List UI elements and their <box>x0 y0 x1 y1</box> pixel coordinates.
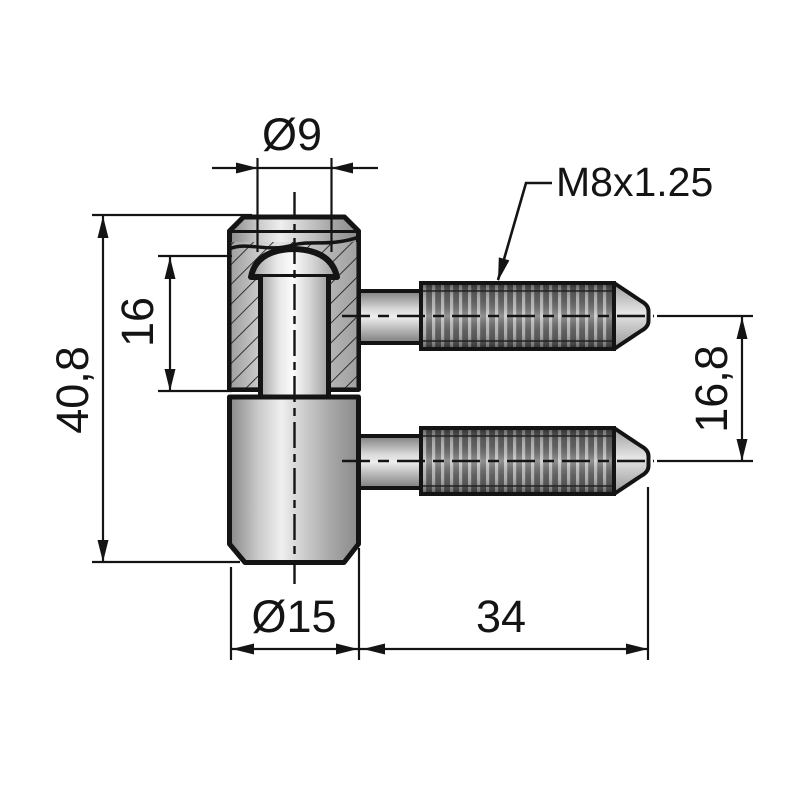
dimension-pin-diameter: Ø9 <box>212 109 378 252</box>
arrowhead <box>232 643 254 655</box>
total-height-label: 40,8 <box>47 346 98 434</box>
arrowhead <box>164 257 176 279</box>
stud-length-label: 34 <box>476 591 526 642</box>
section-break-line <box>228 235 360 251</box>
dimension-total-height: 40,8 <box>47 213 252 564</box>
dimension-pin-length: 16 <box>112 254 232 393</box>
arrowhead <box>164 369 176 391</box>
arrowhead <box>626 643 648 655</box>
thread-spec-label: M8x1.25 <box>556 159 713 205</box>
dimension-stud-center-distance: 16,8 <box>657 314 753 463</box>
arrowhead <box>97 540 109 562</box>
arrowhead <box>236 162 258 174</box>
stud-center-distance-label: 16,8 <box>686 345 737 433</box>
centerlines <box>293 192 654 584</box>
leader-line <box>496 181 552 281</box>
dimension-thread-spec: M8x1.25 <box>496 159 713 281</box>
arrowhead <box>97 216 109 238</box>
arrowhead <box>736 317 748 339</box>
dimension-body-diameter: Ø15 <box>229 548 361 660</box>
pin-diameter-label: Ø9 <box>262 109 322 160</box>
arrowhead <box>336 643 358 655</box>
arrowhead <box>363 643 385 655</box>
arrowhead <box>331 162 353 174</box>
body-diameter-label: Ø15 <box>251 591 336 642</box>
arrowhead <box>736 439 748 461</box>
arrowhead <box>498 257 510 281</box>
pin-length-label: 16 <box>112 297 163 347</box>
dimension-stud-length: 34 <box>359 487 650 660</box>
